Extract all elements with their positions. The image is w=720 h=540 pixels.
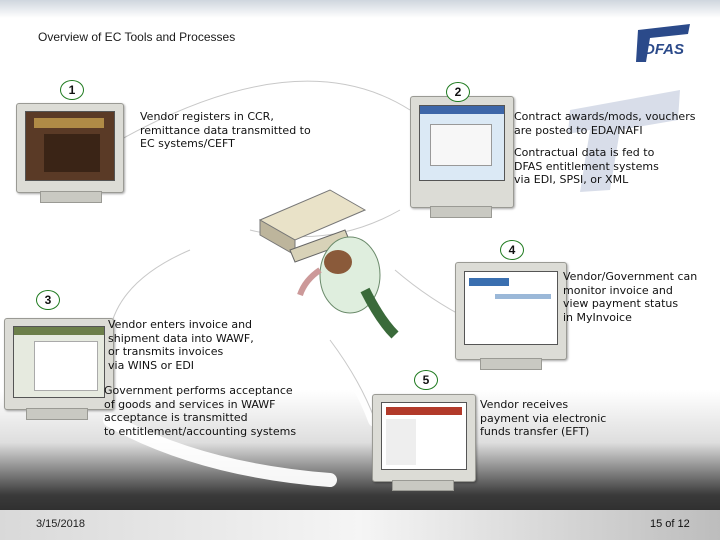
eft-screen (381, 402, 467, 470)
monitor-eda (410, 96, 514, 208)
step-3b-line-3: acceptance is transmitted (104, 411, 248, 424)
step-4-line-3: view payment status (563, 297, 679, 310)
step-5-line-1: Vendor receives (480, 398, 569, 411)
background-logo-watermark (568, 90, 680, 192)
monitor-eft (372, 394, 476, 482)
ccr-screen (25, 111, 115, 181)
slide-date: 3/15/2018 (36, 518, 85, 530)
step-1-line-3: EC systems/CEFT (140, 137, 235, 150)
step-3b-line-2: of goods and services in WAWF (104, 397, 276, 411)
step-3b-line-4: to entitlement/accounting systems (104, 424, 297, 438)
title-bar-band (0, 0, 720, 18)
footer-strip (0, 510, 720, 540)
step-4-line-4: in MyInvoice (563, 310, 632, 324)
wawf-screen (13, 326, 105, 398)
arrow-5-return (103, 413, 337, 487)
step-3-line-1: Vendor enters invoice and (108, 318, 253, 331)
logo-text: DFAS (644, 41, 684, 58)
step-1-badge: 1 (60, 80, 84, 100)
step-2-line-1: Contract awards/mods, vouchers (514, 110, 696, 123)
step-3-badge: 3 (36, 290, 60, 310)
step-4-badge: 4 (500, 240, 524, 260)
eda-screen (419, 105, 505, 181)
step-2b-line-2: DFAS entitlement systems (514, 159, 659, 173)
monitor-myinvoice-base (480, 358, 542, 370)
step-1-text: Vendor registers in CCR, remittance data… (140, 110, 311, 151)
step-2-text: Contract awards/mods, vouchers are poste… (514, 110, 695, 137)
arrow-to-5 (323, 333, 382, 427)
slide-title: Overview of EC Tools and Processes (38, 30, 236, 44)
step-3-line-2: shipment data into WAWF, (108, 331, 254, 345)
step-3-line-3: or transmits invoices (108, 345, 224, 358)
dfas-logo: DFAS (636, 24, 690, 62)
monitor-wawf-base (26, 408, 88, 420)
vendor-person-at-desk (258, 189, 399, 339)
step-1-line-2: remittance data transmitted to (140, 123, 311, 137)
step-2b-line-3: via EDI, SPSI, or XML (514, 173, 629, 186)
monitor-wawf (4, 318, 114, 410)
step-2-line-2: are posted to EDA/NAFI (514, 123, 643, 137)
step-5-badge: 5 (414, 370, 438, 390)
myinvoice-screen (464, 271, 558, 345)
slide-page-number: 15 of 12 (650, 518, 690, 530)
step-2b-line-1: Contractual data is fed to (514, 146, 655, 159)
step-3b-line-1: Government performs acceptance (104, 384, 293, 397)
monitor-ccr (16, 103, 124, 193)
monitor-eft-base (392, 480, 454, 491)
step-3-line-4: via WINS or EDI (108, 358, 195, 372)
monitor-eda-base (430, 206, 492, 218)
step-4-text: Vendor/Government can monitor invoice an… (563, 270, 697, 324)
step-5-text: Vendor receives payment via electronic f… (480, 398, 606, 439)
step-5-line-3: funds transfer (EFT) (480, 425, 590, 438)
step-4-line-1: Vendor/Government can (563, 270, 698, 283)
monitor-myinvoice (455, 262, 567, 360)
step-3-text-2: Government performs acceptance of goods … (104, 384, 296, 438)
step-5-line-2: payment via electronic (480, 411, 607, 425)
monitor-ccr-base (40, 191, 102, 203)
step-4-line-2: monitor invoice and (563, 283, 673, 297)
step-3-text: Vendor enters invoice and shipment data … (108, 318, 254, 372)
step-2-badge: 2 (446, 82, 470, 102)
step-1-line-1: Vendor registers in CCR, (140, 110, 274, 123)
step-2-text-2: Contractual data is fed to DFAS entitlem… (514, 146, 659, 187)
